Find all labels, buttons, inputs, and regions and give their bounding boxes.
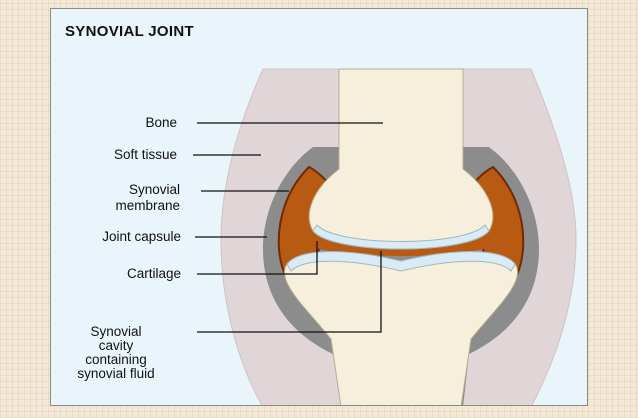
bone-label: Bone — [145, 115, 177, 130]
synovial-cavity-label-line3: containing — [85, 352, 147, 367]
joint-capsule-label: Joint capsule — [102, 229, 181, 244]
diagram-panel: SYNOVIAL JOINT Bone Soft tissue Synovial… — [50, 8, 588, 406]
lower-cartilage — [286, 251, 516, 272]
soft-tissue-label: Soft tissue — [113, 147, 177, 162]
synovial-cavity-label-line1: Synovial — [90, 324, 142, 339]
cavity-leader-line — [197, 251, 382, 333]
diagram-title: SYNOVIAL JOINT — [65, 23, 194, 40]
synovial-membrane-label-line2: membrane — [115, 198, 180, 213]
upper-cartilage — [312, 224, 490, 250]
synovial-membrane-label-line1: Synovial — [128, 182, 180, 197]
synovial-cavity-label-line2: cavity — [98, 338, 134, 353]
cartilage-leader-line — [197, 241, 318, 275]
synovial-cavity-label-line4: synovial fluid — [77, 366, 155, 381]
synovial-joint-illustration — [193, 68, 577, 405]
cartilage-label: Cartilage — [126, 266, 181, 281]
